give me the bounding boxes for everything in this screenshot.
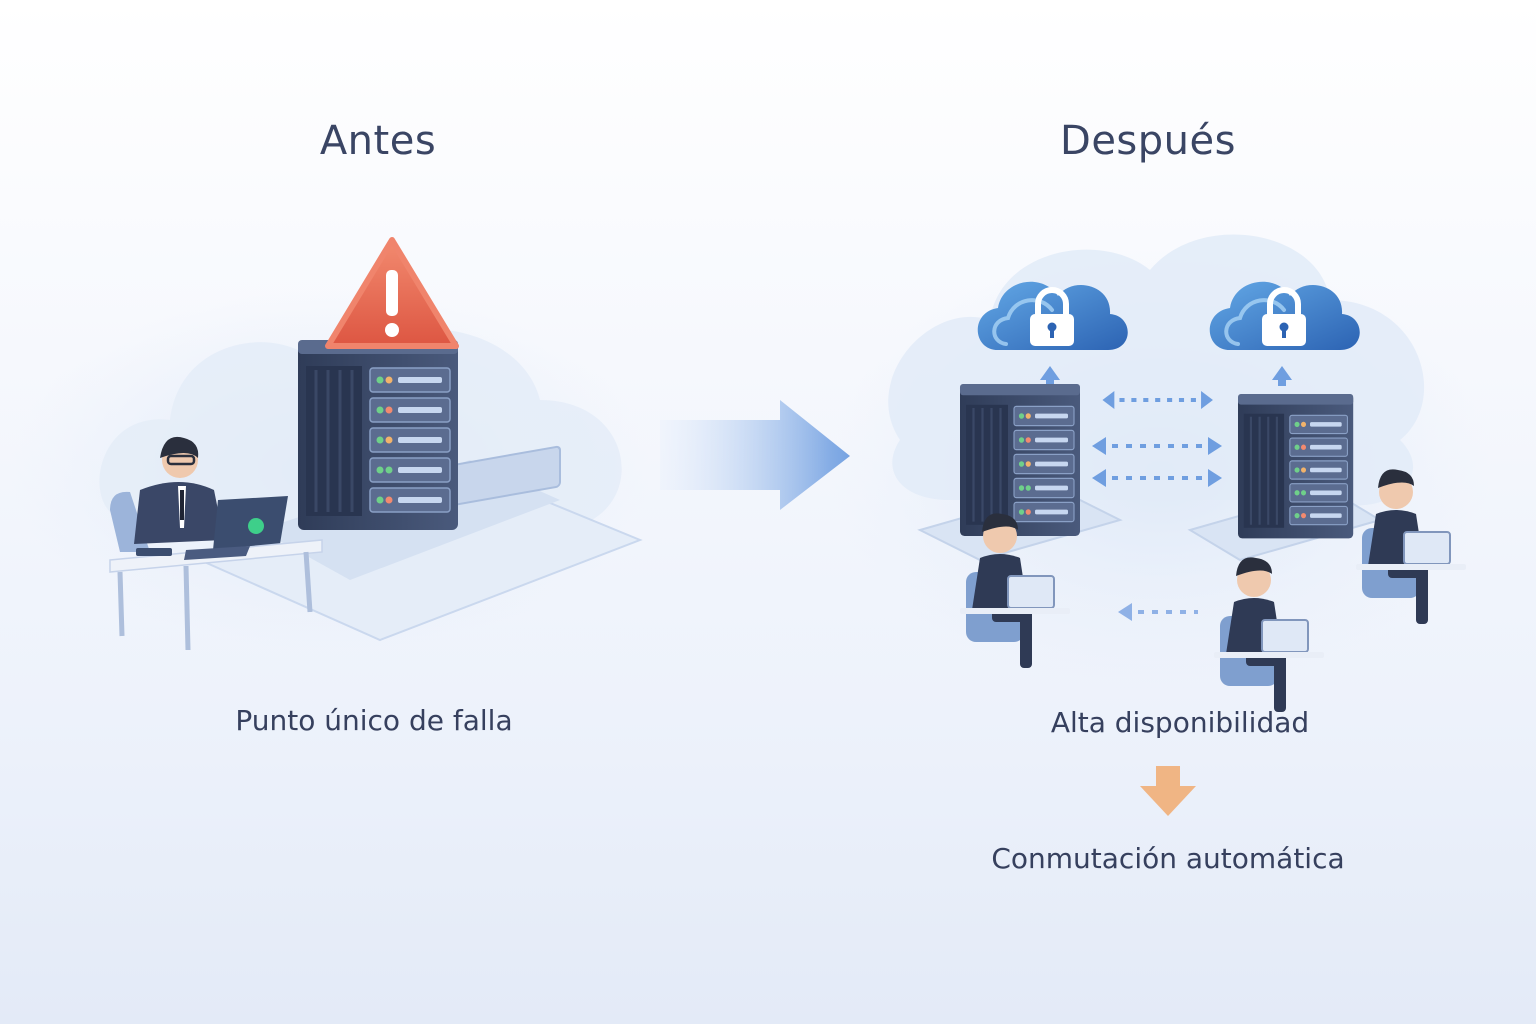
warning-icon	[325, 237, 459, 349]
before-caption: Punto único de falla	[235, 704, 513, 737]
before-scene	[10, 237, 650, 651]
server-rack-right	[1236, 392, 1355, 540]
server-rack-icon	[296, 338, 460, 532]
after-caption: Alta disponibilidad	[1050, 706, 1310, 739]
before-heading: Antes	[319, 118, 437, 164]
arrow-right-icon	[660, 400, 850, 510]
user-at-laptop-icon	[109, 436, 323, 651]
cloud-link-arrows	[1040, 366, 1292, 386]
failover-caption: Conmutación automática	[991, 842, 1345, 875]
server-rack-left	[958, 382, 1082, 538]
bidirectional-arrow-lower	[1118, 603, 1198, 621]
arrow-down-icon	[1140, 766, 1196, 816]
after-scene	[830, 234, 1490, 816]
after-heading: Después	[1060, 118, 1236, 164]
